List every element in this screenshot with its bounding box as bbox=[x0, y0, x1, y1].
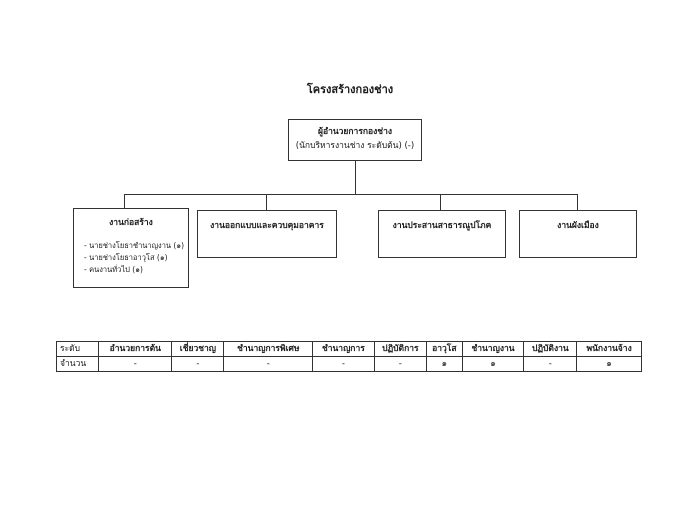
unit-design-control-label: งานออกแบบและควบคุมอาคาร bbox=[210, 221, 324, 231]
table-header-row: ระดับ อำนวยการต้น เชี่ยวชาญ ชำนาญการพิเศ… bbox=[55, 341, 642, 357]
table-cell: ๑ bbox=[461, 356, 525, 372]
director-box: ผู้อำนวยการกองช่าง (นักบริหารงานช่าง ระด… bbox=[288, 119, 422, 161]
table-header-cell: ชำนาญงาน bbox=[461, 341, 525, 357]
table-header-cell: เชี่ยวชาญ bbox=[171, 341, 225, 357]
table-header-cell: ชำนาญการ bbox=[312, 341, 375, 357]
table-cell: - bbox=[223, 356, 314, 372]
table-header-cell: ระดับ bbox=[55, 341, 100, 357]
director-subtitle: (นักบริหารงานช่าง ระดับต้น) (-) bbox=[295, 141, 415, 151]
table-header-cell: พนักงานจ้าง bbox=[576, 341, 642, 357]
unit-town-planning: งานผังเมือง bbox=[519, 210, 637, 258]
connector-drop-3 bbox=[440, 194, 441, 210]
table-header-cell: ปฏิบัติการ bbox=[373, 341, 428, 357]
table-cell: - bbox=[523, 356, 578, 372]
table-row: จำนวน - - - - - ๑ ๑ - ๑ bbox=[55, 356, 642, 372]
unit-design-control: งานออกแบบและควบคุมอาคาร bbox=[197, 210, 337, 258]
director-title: ผู้อำนวยการกองช่าง bbox=[317, 127, 392, 137]
table-cell: - bbox=[98, 356, 173, 372]
table-cell: - bbox=[312, 356, 375, 372]
table-header-cell: ชำนาญการพิเศษ bbox=[223, 341, 314, 357]
connector-drop-4 bbox=[577, 194, 578, 210]
unit-construction-label: งานก่อสร้าง bbox=[109, 218, 153, 228]
connector-horizontal bbox=[124, 194, 578, 195]
table-header-cell: อำนวยการต้น bbox=[98, 341, 173, 357]
table-header-cell: อาวุโส bbox=[426, 341, 463, 357]
unit-construction: งานก่อสร้าง - นายช่างโยธาชำนาญงาน (๑) - … bbox=[73, 208, 189, 288]
page-title: โครงสร้างกองช่าง bbox=[306, 83, 394, 96]
table-cell: ๑ bbox=[426, 356, 463, 372]
unit-utilities: งานประสานสาธารณูปโภค bbox=[378, 210, 506, 258]
unit-construction-list: - นายช่างโยธาชำนาญงาน (๑) - นายช่างโยธาอ… bbox=[84, 240, 188, 276]
table-cell: จำนวน bbox=[55, 356, 100, 372]
connector-vertical-top bbox=[355, 161, 356, 194]
list-item: - นายช่างโยธาชำนาญงาน (๑) bbox=[84, 241, 185, 250]
connector-drop-1 bbox=[124, 194, 125, 208]
table-cell: ๑ bbox=[576, 356, 642, 372]
connector-drop-2 bbox=[266, 194, 267, 210]
table-cell: - bbox=[171, 356, 225, 372]
staff-level-table: ระดับ อำนวยการต้น เชี่ยวชาญ ชำนาญการพิเศ… bbox=[55, 341, 642, 372]
list-item: - นายช่างโยธาอาวุโส (๑) bbox=[84, 253, 168, 262]
list-item: - คนงานทั่วไป (๑) bbox=[84, 265, 143, 274]
unit-town-planning-label: งานผังเมือง bbox=[557, 221, 599, 231]
table-header-cell: ปฏิบัติงาน bbox=[523, 341, 578, 357]
unit-utilities-label: งานประสานสาธารณูปโภค bbox=[392, 221, 492, 231]
table-cell: - bbox=[373, 356, 428, 372]
